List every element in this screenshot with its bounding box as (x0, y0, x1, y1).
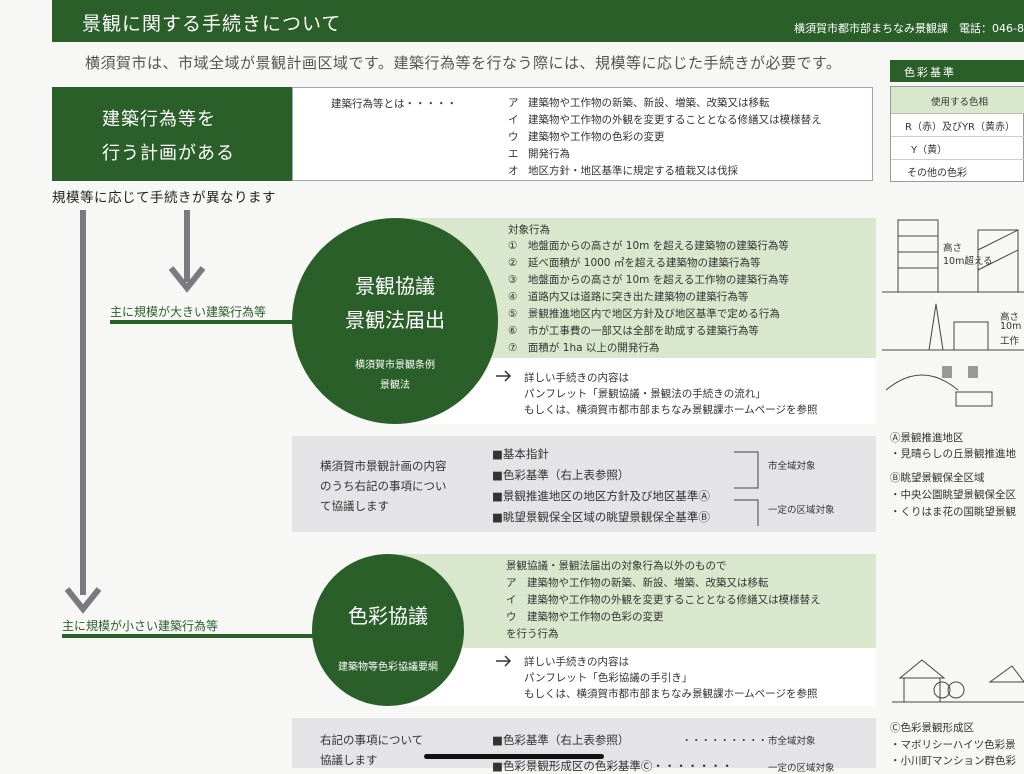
definition-item: ウ建築物や工作物の色彩の変更 (508, 131, 665, 143)
table-row: その他の色彩 (907, 168, 967, 179)
color-target-item: ア 建築物や工作物の新築、新設、増築、改築又は移転 (506, 577, 769, 589)
consult-item: ■景観推進地区の地区方針及び地区基準Ⓐ (492, 489, 710, 503)
target-item: ⑥ 市が工事費の一部又は全部を助成する建築行為等 (508, 325, 759, 337)
plan-definition-box: 建築行為等とは・・・・・ ア建築物や工作物の新築、新設、増築、改築又は移転 イ建… (292, 87, 873, 181)
small-scale-arrow-shaft (80, 210, 86, 595)
target-item: ④ 道路内又は道路に突き出た建築物の建築行為等 (508, 291, 749, 303)
area-c-item: ・マボリシーハイツ色彩景 (890, 739, 1016, 751)
small-scale-label: 主に規模が小さい建築行為等 (62, 619, 219, 633)
circle-title-2: 景観法届出 (345, 308, 445, 332)
scope-city: 市全域対象 (768, 461, 816, 472)
consult-item: ■眺望景観保全区域の眺望景観保全基準Ⓑ (492, 510, 710, 524)
large-detail-panel: 詳しい手続きの内容は パンフレット「景観協議・景観法の手続きの流れ」 もしくは、… (400, 358, 876, 424)
definition-item: ア建築物や工作物の新築、新設、増築、改築又は移転 (508, 97, 770, 109)
color-standard-table: 使用する色相 R（赤）及びYR（黄赤） Y（黄） その他の色彩 (890, 86, 1024, 182)
area-b-title: Ⓑ眺望景観保全区域 (890, 472, 985, 484)
consult-text: 右記の事項について (320, 733, 424, 747)
down-arrow-icon (64, 587, 102, 614)
height-label: 高さ (943, 243, 963, 254)
height-label: 10m (1000, 321, 1022, 332)
table-row: Y（黄） (891, 136, 1024, 160)
definition-item: オ地区方針・地区基準に規定する植栽又は伐採 (508, 165, 738, 177)
detail-line: もしくは、横須賀市都市部まちなみ景観課ホームページを参照 (524, 688, 818, 700)
color-standard-title: 色彩基準 (890, 60, 1024, 82)
department-contact: 横須賀市都市部まちなみ景観課 電話：046-8 (794, 22, 1024, 35)
target-item: ⑦ 面積が 1ha 以上の開発行為 (508, 342, 660, 354)
target-title: 対象行為 (508, 224, 550, 236)
large-consult-panel: 横須賀市景観計画の内容 のうち右記の事項につい て協議します ■基本指針 ■色彩… (292, 436, 876, 532)
circle-sub-1: 横須賀市景観条例 (355, 360, 435, 371)
consult-text: 横須賀市景観計画の内容 (320, 459, 447, 473)
color-target-lead: 景観協議・景観法届出の対象行為以外のもので (506, 560, 727, 572)
circle-title: 色彩協議 (348, 604, 428, 628)
plan-heading-box: 建築行為等を 行う計画がある (52, 87, 292, 181)
consult-item: ■色彩基準（右上表参照） (492, 733, 630, 747)
page-title: 景観に関する手続きについて (82, 13, 342, 35)
area-c-item: ・小川町マンション群色彩 (890, 755, 1016, 767)
table-header: 使用する色相 (891, 87, 1024, 114)
area-b-item: ・中央公園眺望景観保全区 (890, 489, 1016, 501)
home-indicator[interactable] (424, 754, 604, 759)
scope-area: 一定の区域対象 (768, 505, 835, 516)
down-arrow-icon (168, 266, 206, 293)
building-height-illustration (882, 219, 1024, 407)
consult-item: ■色彩基準（右上表参照） (492, 468, 630, 482)
height-label: 高さ (1000, 312, 1020, 323)
color-standard-title-text: 色彩基準 (904, 66, 956, 79)
area-b-item: ・くりはま花の国眺望景観 (890, 506, 1016, 518)
plan-heading-line1: 建築行為等を (102, 109, 216, 130)
detail-line: パンフレット「景観協議・景観法の手続きの流れ」 (524, 388, 766, 400)
circle-title-1: 景観協議 (355, 274, 435, 298)
bracket-icon (734, 451, 759, 526)
target-item: ③ 地盤面からの高さが 10m を超える工作物の建築行為等 (508, 274, 789, 286)
detail-line: 詳しい手続きの内容は (524, 372, 629, 384)
height-label: 工作 (1000, 336, 1020, 347)
large-scale-connector (110, 320, 310, 324)
consult-text: て協議します (320, 499, 389, 513)
color-target-tail: を行う行為 (506, 628, 559, 640)
consult-item: ■基本指針 (492, 447, 549, 461)
page-header: 景観に関する手続きについて 横須賀市都市部まちなみ景観課 電話：046-8 (52, 0, 1024, 42)
detail-line: もしくは、横須賀市都市部まちなみ景観課ホームページを参照 (524, 404, 818, 416)
detail-line: パンフレット「色彩協議の手引き」 (524, 672, 693, 684)
target-item: ⑤ 景観推進地区内で地区方針及び地区基準で定める行為 (508, 308, 780, 320)
consult-text: のうち右記の事項につい (320, 479, 447, 493)
detail-line: 詳しい手続きの内容は (524, 656, 629, 668)
houses-illustration (892, 659, 1024, 703)
color-target-item: イ 建築物や工作物の外観を変更することとなる修繕又は模様替え (506, 594, 821, 606)
scope-area: 一定の区域対象 (768, 763, 835, 774)
large-scale-label: 主に規模が大きい建築行為等 (110, 305, 267, 319)
scope-city: 市全域対象 (768, 736, 816, 747)
area-a-item: ・見晴らしの丘景観推進地 (890, 448, 1016, 460)
area-a-title: Ⓐ景観推進地区 (890, 432, 964, 444)
color-target-item: ウ 建築物や工作物の色彩の変更 (506, 611, 664, 623)
color-target-panel: 景観協議・景観法届出の対象行為以外のもので ア 建築物や工作物の新築、新設、増築… (400, 554, 876, 648)
definition-item: イ建築物や工作物の外観を変更することとなる修繕又は模様替え (508, 114, 822, 126)
landscape-consultation-circle: 景観協議 景観法届出 横須賀市景観条例 景観法 (292, 218, 498, 424)
large-scale-arrow-shaft (184, 210, 190, 282)
right-arrow-icon (496, 655, 512, 667)
plan-heading-line2: 行う計画がある (102, 143, 235, 164)
consult-text: 協議します (320, 753, 378, 767)
small-detail-panel: 詳しい手続きの内容は パンフレット「色彩協議の手引き」 もしくは、横須賀市都市部… (400, 648, 876, 706)
target-item: ① 地盤面からの高さが 10m を超える建築物の建築行為等 (508, 240, 789, 252)
right-arrow-icon (496, 370, 512, 382)
plan-definition-lead: 建築行為等とは・・・・・ (331, 98, 457, 110)
color-consultation-circle: 色彩協議 建築物等色彩協議要綱 (312, 554, 464, 706)
differs-label: 規模等に応じて手続きが異なります (52, 190, 276, 206)
target-item: ② 延べ面積が 1000 ㎡を超える建築物の建築行為等 (508, 257, 761, 269)
small-scale-connector (62, 634, 322, 638)
small-consult-panel: 右記の事項について 協議します ■色彩基準（右上表参照） ・・・・・・・・・ 市… (292, 718, 876, 774)
table-row: R（赤）及びYR（黄赤） (891, 113, 1024, 137)
leader-dots: ・・・・・・・・・ (682, 736, 768, 747)
intro-text: 横須賀市は、市域全域が景観計画区域です。建築行為等を行なう際には、規模等に応じた… (85, 54, 842, 72)
height-label: 10m超える (943, 256, 993, 267)
circle-sub: 建築物等色彩協議要綱 (338, 662, 438, 673)
definition-item: エ開発行為 (508, 148, 570, 160)
circle-sub-2: 景観法 (380, 380, 410, 391)
consult-item: ■色彩景観形成区の色彩基準Ⓒ・・・・・・・ (492, 759, 733, 773)
area-c-title: Ⓒ色彩景観形成区 (890, 722, 974, 734)
